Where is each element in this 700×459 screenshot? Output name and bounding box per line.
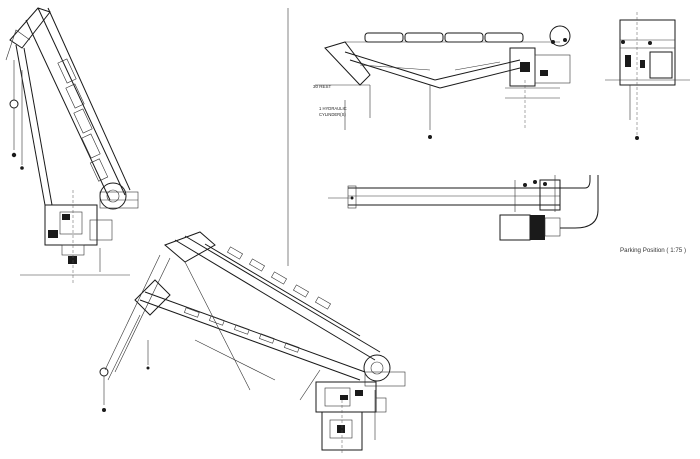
dimension-label-a: 1 HYDRAULIC — [319, 106, 347, 111]
dimension-label-b: CYLINDER(S) — [319, 112, 346, 117]
crane-side-detail — [605, 12, 690, 140]
crane-elevation-upper-left — [5, 7, 139, 285]
crane-parking-position-view — [328, 175, 599, 241]
dimension-label-rest: 30 REST — [313, 84, 332, 89]
drawing-caption: Parking Position ( 1:75 ) — [620, 247, 687, 254]
crane-plan-view-top — [315, 25, 571, 139]
crane-elevation-lower — [99, 231, 406, 454]
